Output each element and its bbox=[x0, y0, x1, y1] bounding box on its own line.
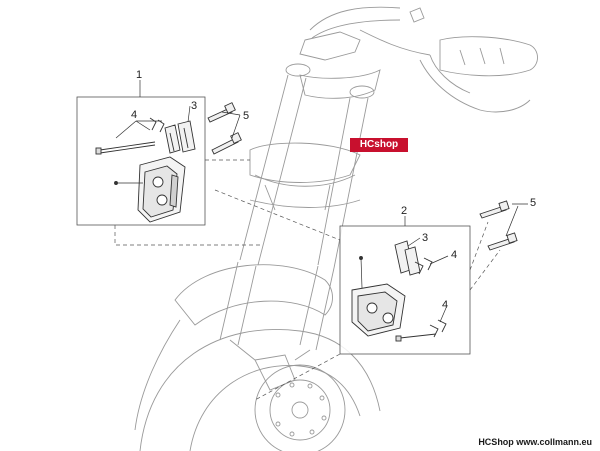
caliper-group-left: 1 4 3 5 bbox=[76, 69, 249, 226]
pad-pins-left bbox=[95, 117, 165, 155]
caliper-group-right: 2 3 4 4 5 bbox=[339, 197, 536, 355]
motorcycle-front-drawing bbox=[134, 6, 538, 451]
leader-lines-left bbox=[114, 80, 241, 185]
callout-4-right-upper: 4 bbox=[451, 249, 457, 261]
dashed-connectors bbox=[114, 159, 501, 401]
callout-2: 2 bbox=[401, 205, 407, 217]
callout-3-right: 3 bbox=[422, 232, 428, 244]
hcshop-watermark: HCshop bbox=[350, 138, 408, 152]
callout-5-left: 5 bbox=[243, 110, 249, 122]
brake-pads-left bbox=[164, 120, 196, 154]
leader-lines-right bbox=[359, 203, 528, 323]
caliper-bolts-right bbox=[479, 200, 518, 251]
callout-3-left: 3 bbox=[191, 100, 197, 112]
brake-caliper-left bbox=[137, 156, 186, 223]
callout-5-right: 5 bbox=[530, 197, 536, 209]
pad-pins-right bbox=[395, 257, 447, 342]
callout-1: 1 bbox=[136, 69, 142, 81]
caliper-bolts-left bbox=[207, 102, 242, 155]
brake-caliper-right bbox=[351, 283, 406, 337]
callout-4-left: 4 bbox=[131, 109, 137, 121]
footer-credit[interactable]: HCShop www.collmann.eu bbox=[478, 437, 592, 447]
callout-4-right-lower: 4 bbox=[442, 299, 448, 311]
